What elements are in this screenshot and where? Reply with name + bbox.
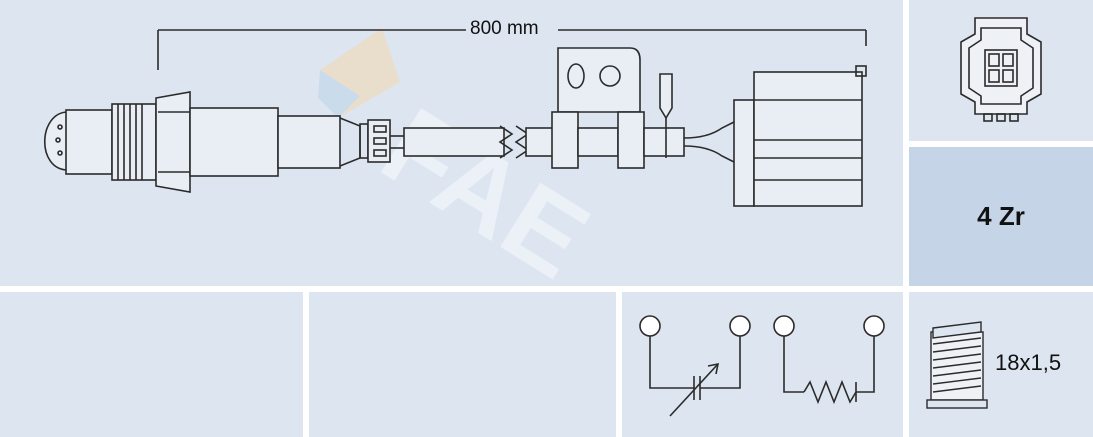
connector-pinout-panel (909, 0, 1093, 141)
sensor-circuit-icon (639, 315, 885, 417)
cable-length-label: 800 mm (466, 18, 543, 40)
thread-spec-panel: 18x1,5 (909, 292, 1093, 437)
connector-pinout-icon (960, 17, 1042, 122)
oxygen-sensor-drawing: FAE (44, 28, 867, 286)
connector-code-panel: 4 Zr (909, 147, 1093, 286)
connector-code: 4 Zr (977, 201, 1025, 231)
product-drawing-panel: FAE (0, 0, 903, 286)
circuit-symbol-panel (622, 292, 903, 437)
empty-panel-left (0, 292, 303, 437)
thread-icon (926, 321, 988, 409)
empty-panel-middle (309, 292, 616, 437)
thread-size: 18x1,5 (995, 350, 1062, 375)
